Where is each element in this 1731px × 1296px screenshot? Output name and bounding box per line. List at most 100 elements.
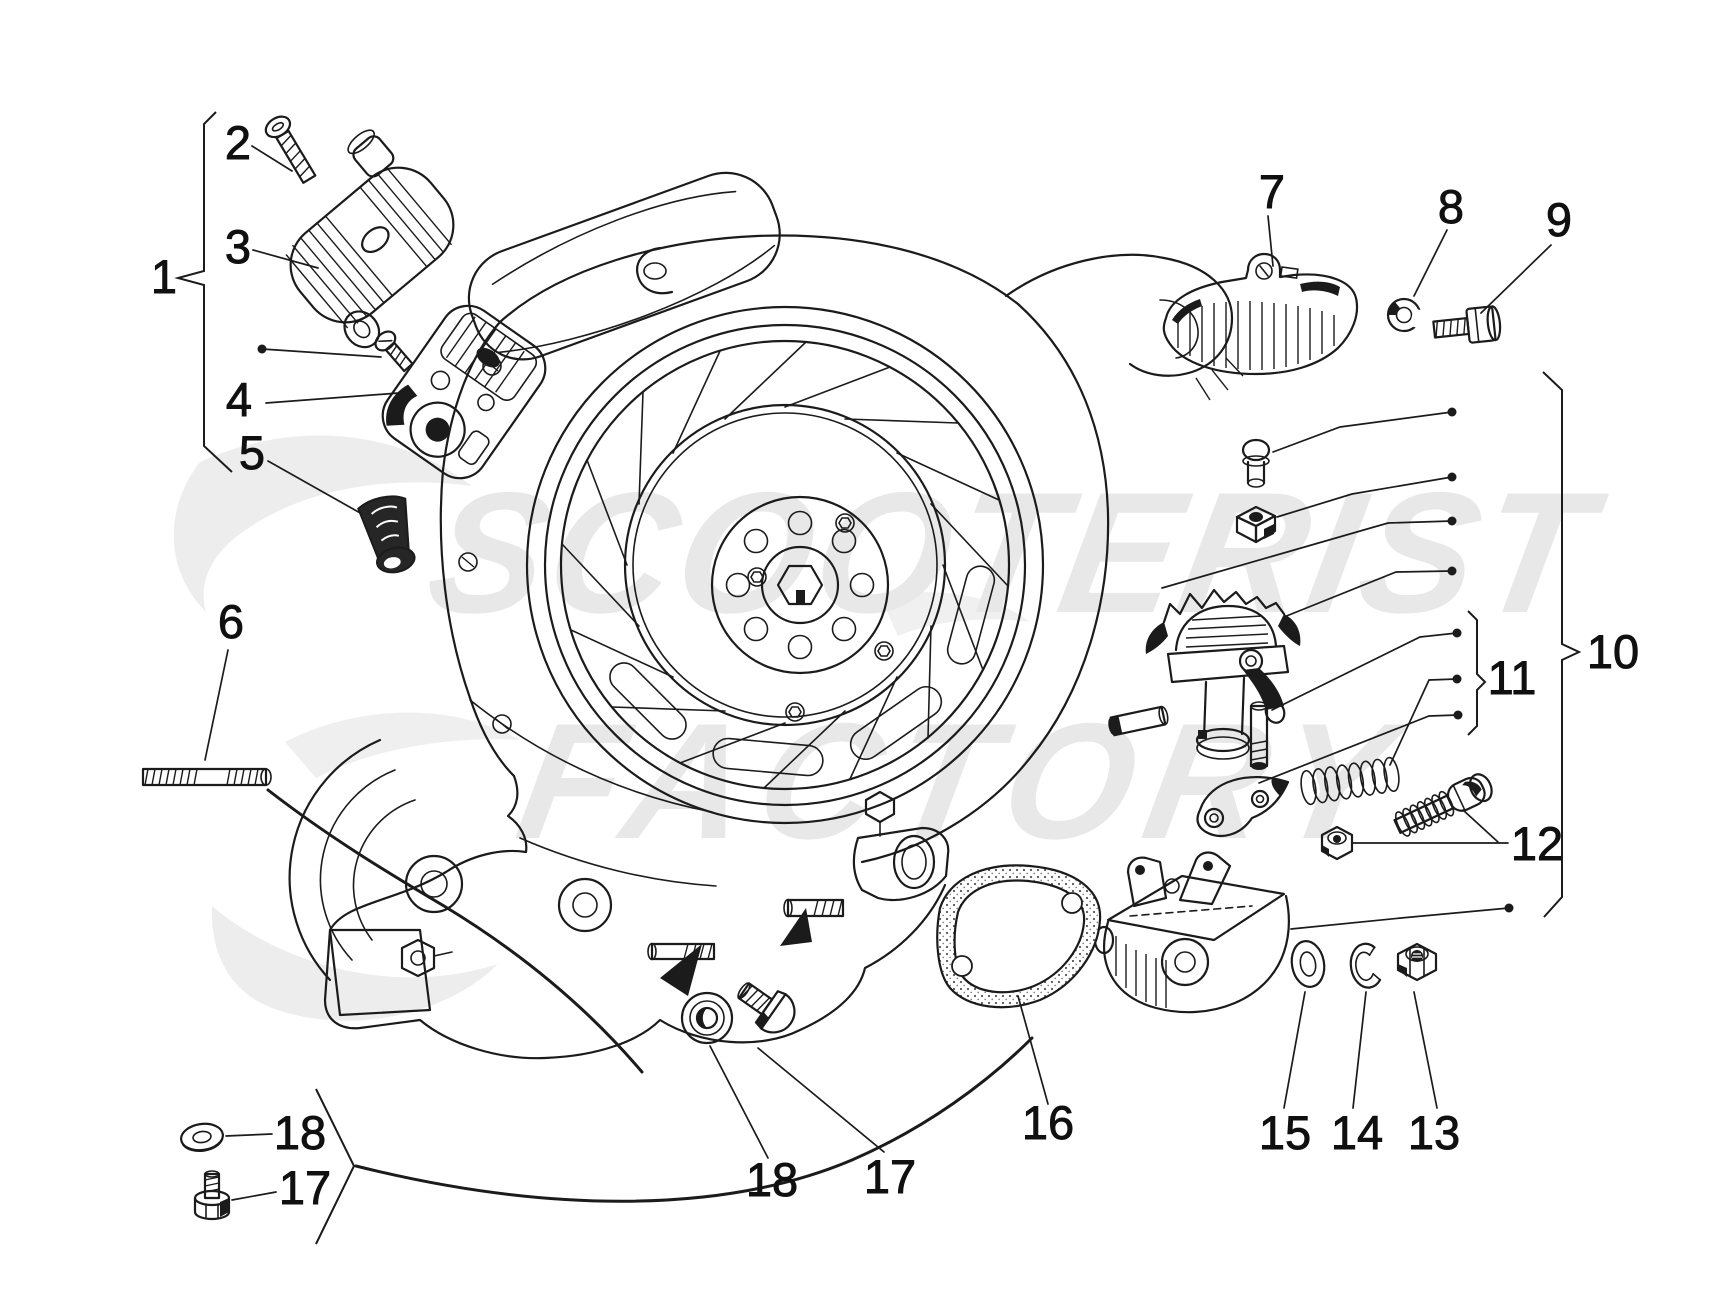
callout-3: 3	[225, 220, 251, 273]
crank-nut	[776, 564, 824, 606]
leader-lines	[174, 111, 1582, 1245]
part-kickstart-quadrant	[1145, 588, 1301, 760]
fan-cowl	[439, 234, 1244, 864]
callout-14: 14	[1331, 1106, 1383, 1159]
part-12-nut	[1320, 825, 1354, 861]
cylinder-fins	[1195, 357, 1244, 401]
flow-line-stud	[266, 788, 644, 1074]
leader-3	[252, 249, 319, 269]
callout-17-left: 17	[279, 1161, 331, 1214]
part-spring	[1300, 756, 1400, 806]
callout-18-left: 18	[274, 1106, 326, 1159]
bracket-1	[174, 111, 233, 473]
flywheel-hub	[710, 495, 890, 675]
part-14-lock-washer	[1349, 942, 1382, 989]
leader-16	[1017, 995, 1049, 1105]
part-8-circlip	[1386, 297, 1429, 333]
callout-8: 8	[1438, 180, 1464, 233]
part-4-stator-plate	[381, 304, 547, 480]
leader-17-center	[757, 1047, 885, 1153]
watermark-swoosh-bottom	[211, 906, 498, 1021]
dot-leaders-right	[1161, 407, 1514, 930]
callout-11: 11	[1488, 651, 1537, 704]
leader-18-center	[709, 1045, 769, 1159]
watermark-swoosh-mid	[285, 712, 520, 778]
leader-18-left	[225, 1133, 273, 1137]
callout-9: 9	[1546, 193, 1572, 246]
leader-4	[265, 391, 413, 404]
fan-windows	[609, 565, 996, 777]
callout-10: 10	[1587, 625, 1639, 678]
leader-9	[1480, 244, 1552, 314]
callout-18-center: 18	[746, 1153, 798, 1206]
clutch-arc-outer	[288, 738, 382, 982]
part-square-nut	[1235, 505, 1277, 544]
part-18-washer-center	[680, 991, 734, 1045]
exploded-parts-right	[180, 252, 1502, 1221]
callout-7: 7	[1259, 165, 1285, 218]
flywheel-face-screws	[747, 513, 894, 722]
watermark: SCOOTERIST FACTORY	[173, 435, 1617, 1021]
head-cover-cap	[467, 171, 781, 361]
case-stud-upper	[783, 898, 845, 918]
part-13-nut	[1396, 942, 1438, 982]
leader-13	[1413, 991, 1438, 1109]
leader-17-left	[231, 1191, 277, 1201]
part-16-gasket	[936, 864, 1102, 1009]
leader-15	[1283, 991, 1306, 1109]
intake-snail	[1004, 253, 1234, 377]
part-oil-pump-body	[1093, 851, 1290, 1014]
part-18-washer-left	[180, 1122, 224, 1153]
leader-7	[1267, 215, 1274, 267]
leader-14	[1352, 991, 1367, 1109]
flow-arrow-lower	[660, 944, 702, 996]
part-17-bolt-left	[193, 1170, 231, 1221]
callout-17-center: 17	[864, 1150, 916, 1203]
part-pin-horizontal	[1108, 705, 1169, 737]
callout-4: 4	[226, 373, 252, 426]
flywheel	[525, 305, 1045, 825]
part-pin-vertical	[1249, 701, 1269, 770]
cowl-ear	[636, 246, 674, 295]
part-9-screw	[1432, 305, 1502, 344]
leader-dot-4-screw	[257, 344, 267, 354]
fan-blades	[561, 341, 1009, 789]
callout-6: 6	[218, 595, 244, 648]
crankcase	[288, 699, 950, 1060]
callout-1: 1	[151, 250, 177, 303]
flow-line-sweep	[354, 1036, 1034, 1203]
leader-5	[267, 460, 363, 515]
leader-2	[251, 145, 293, 172]
part-5-rubber-cap	[357, 495, 416, 574]
cowl-opening	[525, 305, 1045, 825]
part-17-bolt-center	[737, 982, 796, 1034]
part-pawl-lever	[1196, 775, 1290, 837]
bracket-11	[1467, 610, 1487, 736]
part-7-points-cover	[1162, 252, 1359, 376]
callout-16: 16	[1022, 1096, 1074, 1149]
part-6-stud	[141, 767, 272, 787]
part-4-screw	[374, 330, 414, 373]
cover-fins	[1177, 301, 1335, 370]
part-3-ignition-coil	[285, 129, 455, 349]
callout-2: 2	[225, 116, 251, 169]
exploded-parts-left	[141, 115, 547, 787]
part-15-washer	[1290, 940, 1326, 988]
callout-15: 15	[1259, 1106, 1311, 1159]
part-12-adjuster	[1393, 773, 1493, 837]
chevron-17-18	[315, 1088, 356, 1245]
callout-12: 12	[1511, 817, 1563, 870]
callout-5: 5	[239, 426, 265, 479]
leader-6	[204, 649, 229, 761]
leader-8	[1413, 229, 1448, 297]
bracket-10	[1542, 371, 1582, 918]
callouts: 1 2 3 4 5 6 7 8 9 10 11 12 13 14 15 16 1…	[150, 116, 1639, 1215]
callout-13: 13	[1408, 1106, 1460, 1159]
cable-clamp	[852, 790, 950, 902]
part-kickstart-plug	[1241, 438, 1271, 488]
watermark-line-1: SCOOTERIST	[416, 456, 1617, 649]
mount-lug	[328, 928, 453, 1017]
case-stud-lower	[647, 942, 716, 961]
